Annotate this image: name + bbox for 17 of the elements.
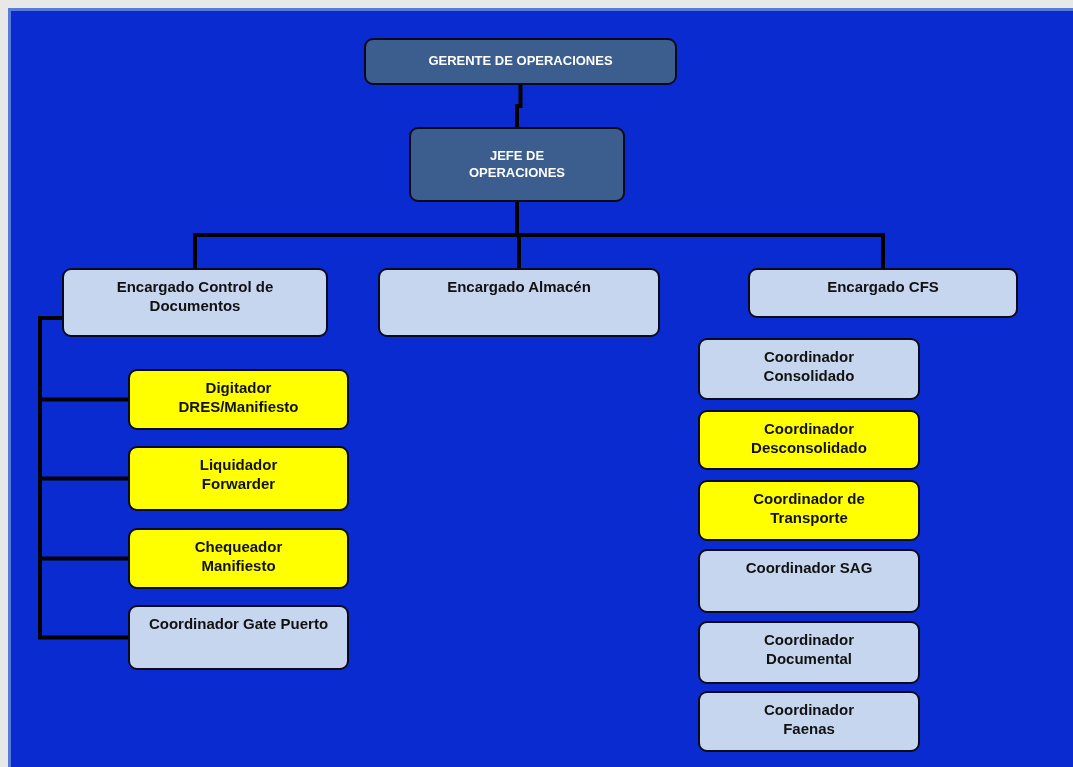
role-box: Encargado Control de Documentos bbox=[62, 268, 328, 337]
highlighted-role-box: Coordinador Desconsolidado bbox=[698, 410, 920, 470]
role-box: Encargado CFS bbox=[748, 268, 1018, 318]
role-box: Coordinador Documental bbox=[698, 621, 920, 684]
role-box: Coordinador Gate Puerto bbox=[128, 605, 349, 670]
role-box: Coordinador Faenas bbox=[698, 691, 920, 752]
highlighted-role-box: Coordinador de Transporte bbox=[698, 480, 920, 541]
role-box: Coordinador SAG bbox=[698, 549, 920, 613]
connector-line bbox=[38, 316, 128, 640]
highlighted-role-box: Liquidador Forwarder bbox=[128, 446, 349, 511]
title-box: GERENTE DE OPERACIONES bbox=[364, 38, 677, 85]
highlighted-role-box: Chequeador Manifiesto bbox=[128, 528, 349, 589]
connector-line bbox=[515, 85, 523, 127]
highlighted-role-box: Digitador DRES/Manifiesto bbox=[128, 369, 349, 430]
title-box: JEFE DE OPERACIONES bbox=[409, 127, 625, 202]
role-box: Encargado Almacén bbox=[378, 268, 660, 337]
role-box: Coordinador Consolidado bbox=[698, 338, 920, 400]
